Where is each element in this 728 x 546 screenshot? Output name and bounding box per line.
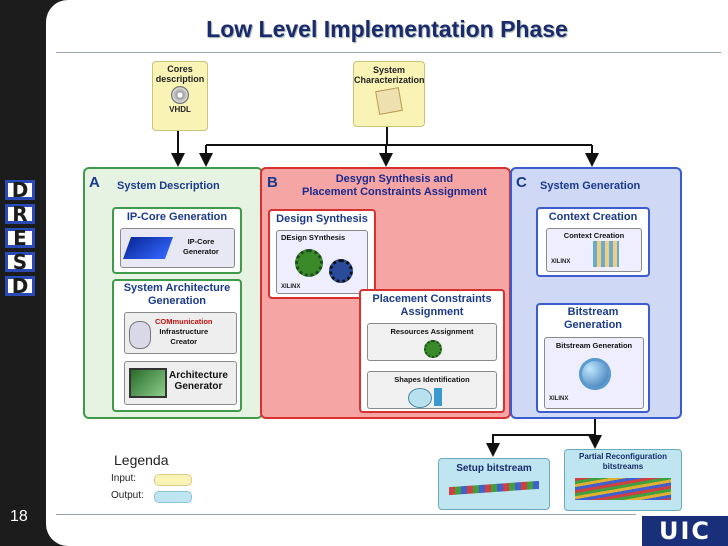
bitstream-wave-icon <box>449 480 539 496</box>
ip-core-generation-title: IP-Core Generation <box>126 211 228 223</box>
system-characterization-input: System Characterization <box>353 61 425 127</box>
document-icon <box>375 87 403 115</box>
side-logo-letter: S <box>5 252 35 272</box>
placement-constraints-assignment-box: Placement Constraints Assignment Resourc… <box>359 289 505 413</box>
partial-reconfiguration-label: Partial Reconfiguration bitstreams <box>565 452 681 472</box>
design-synthesis-box: Design Synthesis DEsign SYnthesis XILINX <box>268 209 376 299</box>
resources-assignment-tool: Resources Assignment <box>367 323 497 361</box>
shapes-icon <box>408 388 432 408</box>
comm-line3: Creator <box>170 337 198 346</box>
design-synthesis-tool-label: DEsign SYnthesis <box>281 233 346 242</box>
partial-line2: bitstreams <box>602 462 644 471</box>
panel-system-generation: C System Generation Context Creation Con… <box>510 167 682 419</box>
gear-icon <box>295 249 323 277</box>
uic-logo: UIC <box>642 516 728 546</box>
xilinx-logo: XILINX <box>551 259 571 265</box>
panel-design-synthesis: B Desygn Synthesis and Placement Constra… <box>260 167 511 419</box>
comm-line1: COMmunication <box>155 317 213 326</box>
partial-reconfiguration-bitstreams-output: Partial Reconfiguration bitstreams <box>564 449 682 511</box>
panel-c-title: System Generation <box>540 180 641 192</box>
context-creation-tool: Context Creation XILINX <box>546 228 642 272</box>
slide: Low Level Implementation Phase Cores d <box>46 0 728 546</box>
cores-description-input: Cores description VHDL <box>152 61 208 131</box>
mouse-icon <box>129 321 151 349</box>
title-divider <box>56 52 721 53</box>
communication-infrastructure-creator-tool: COMmunication Infrastructure Creator <box>124 312 237 354</box>
side-logo-letter: E <box>5 228 35 248</box>
architecture-generator-tool: Architecture Generator <box>124 361 237 405</box>
comm-line2: Infrastructure <box>159 327 209 336</box>
legend-input-swatch <box>154 474 192 486</box>
side-logo: D R E S D <box>0 180 40 300</box>
sys-arch-title-line1: System Architecture <box>123 282 231 294</box>
shapes-identification-tool: Shapes Identification <box>367 371 497 409</box>
bitstream-generation-box: Bitstream Generation Bitstream Generatio… <box>536 303 650 413</box>
page-number: 18 <box>10 508 28 525</box>
vhdl-label: VHDL <box>169 105 191 114</box>
monitor-icon <box>129 368 167 398</box>
side-logo-letter: D <box>5 276 35 296</box>
resources-assignment-label: Resources Assignment <box>390 327 474 336</box>
ip-core-generator-line1: IP-Core <box>187 237 215 246</box>
arch-line2: Generator <box>174 381 223 392</box>
chip-icon <box>122 237 174 259</box>
bitstream-title-line1: Bitstream <box>567 306 619 318</box>
placement-title-line1: Placement Constraints <box>372 293 492 305</box>
panel-c-letter: C <box>516 174 527 191</box>
communication-infrastructure-creator-label: COMmunication Infrastructure Creator <box>155 317 213 347</box>
system-architecture-generation-title: System Architecture Generation <box>114 282 240 308</box>
cd-icon <box>171 86 189 104</box>
stacked-bitstreams-icon <box>575 478 671 500</box>
panel-b-title: Desygn Synthesis and Placement Constrain… <box>302 173 487 199</box>
gear-icon <box>424 340 442 358</box>
legend-output-swatch <box>154 491 192 503</box>
xilinx-logo: XILINX <box>281 284 301 290</box>
bitstream-generation-tool: Bitstream Generation XILINX <box>544 337 644 409</box>
slide-title: Low Level Implementation Phase <box>206 16 568 42</box>
legend-output-label: Output: <box>111 490 144 501</box>
legend-title: Legenda <box>114 452 169 468</box>
ip-core-generator-line2: Generator <box>183 247 219 256</box>
sys-arch-title-line2: Generation <box>147 295 207 307</box>
system-architecture-generation-box: System Architecture Generation COMmunica… <box>112 279 242 412</box>
shapes-icon <box>434 388 442 406</box>
context-creation-box: Context Creation Context Creation XILINX <box>536 207 650 277</box>
globe-icon <box>579 358 611 390</box>
shapes-identification-label: Shapes Identification <box>394 375 470 384</box>
panel-b-letter: B <box>267 174 278 191</box>
context-creation-title: Context Creation <box>548 211 638 223</box>
system-characterization-label: System Characterization <box>354 65 425 85</box>
gear-icon <box>329 259 353 283</box>
ip-core-generator-tool: IP-Core Generator <box>120 228 235 268</box>
panel-b-title-line2: Placement Constraints Assignment <box>302 186 487 198</box>
arch-line1: Architecture <box>169 370 228 381</box>
placement-constraints-assignment-title: Placement Constraints Assignment <box>361 293 503 319</box>
panel-b-title-line1: Desygn Synthesis and <box>335 173 454 185</box>
bitstream-columns-icon <box>593 241 619 267</box>
design-synthesis-tool: DEsign SYnthesis XILINX <box>276 230 368 294</box>
bitstream-generation-tool-label: Bitstream Generation <box>555 341 633 350</box>
panel-a-title: System Description <box>117 180 220 192</box>
partial-line1: Partial Reconfiguration <box>578 452 667 461</box>
design-synthesis-title: Design Synthesis <box>276 213 368 225</box>
panel-a-letter: A <box>89 174 100 191</box>
xilinx-logo: XILINX <box>549 396 569 402</box>
side-logo-letter: R <box>5 204 35 224</box>
placement-title-line2: Assignment <box>400 306 464 318</box>
bitstream-generation-title: Bitstream Generation <box>538 306 648 332</box>
footer-divider <box>56 514 636 515</box>
side-logo-letter: D <box>5 180 35 200</box>
context-creation-tool-label: Context Creation <box>563 231 625 240</box>
bitstream-title-line2: Generation <box>563 319 623 331</box>
cores-description-label: Cores description <box>155 64 205 84</box>
legend-input-label: Input: <box>111 473 137 484</box>
setup-bitstream-output: Setup bitstream <box>438 458 550 510</box>
panel-system-description: A System Description IP-Core Generation … <box>83 167 263 419</box>
architecture-generator-label: Architecture Generator <box>169 370 228 392</box>
ip-core-generation-box: IP-Core Generation IP-Core Generator <box>112 207 242 274</box>
ip-core-generator-label: IP-Core Generator <box>183 237 219 257</box>
setup-bitstream-label: Setup bitstream <box>456 463 532 474</box>
